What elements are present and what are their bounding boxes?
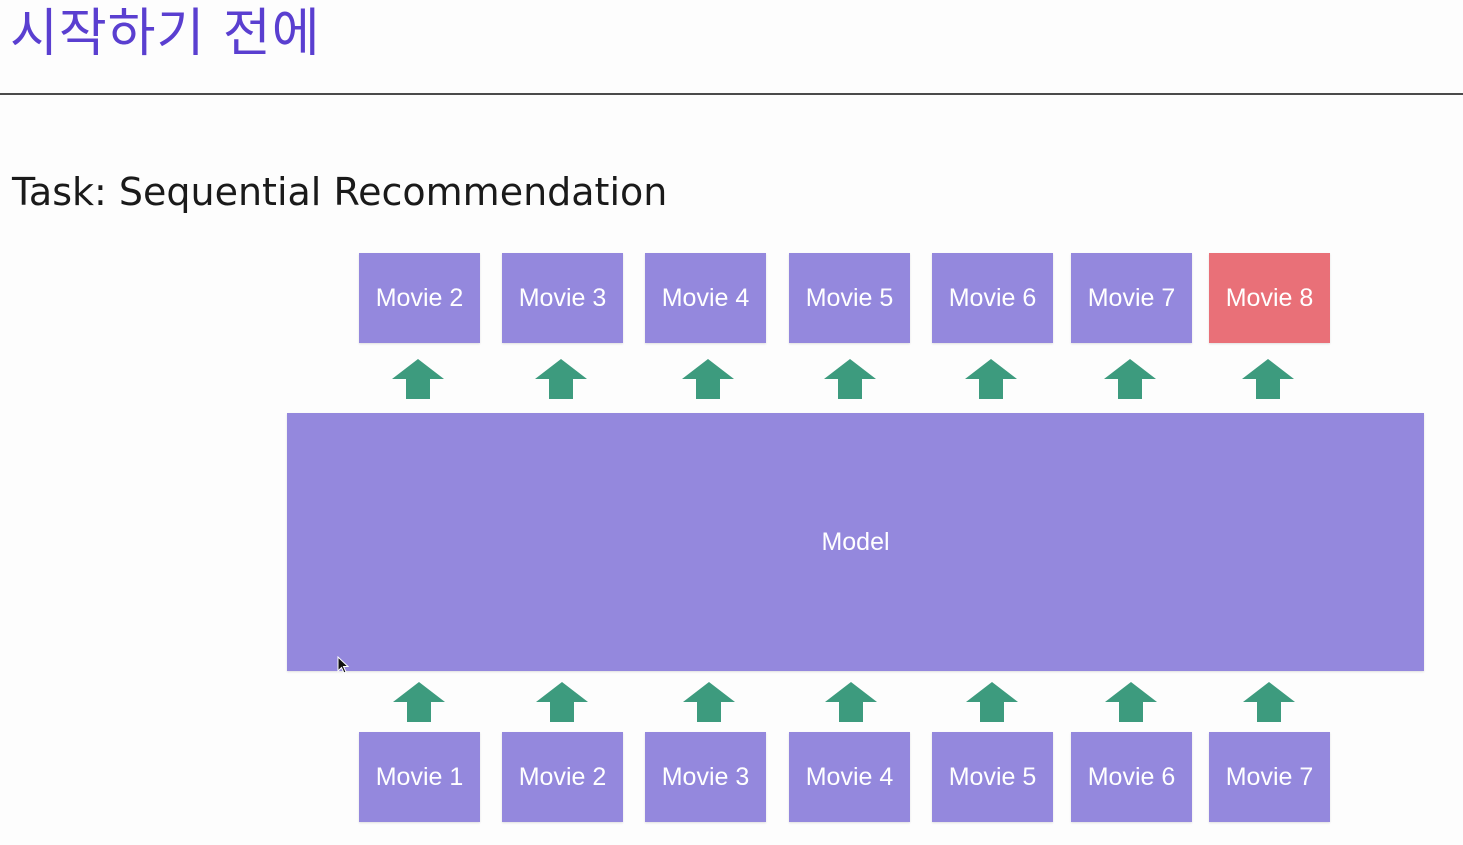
output-movie-box: Movie 3 [502,253,623,343]
up-arrow-icon [392,359,444,399]
output-movie-box: Movie 4 [645,253,766,343]
output-movie-box: Movie 5 [789,253,910,343]
input-movie-box: Movie 2 [502,732,623,822]
input-movie-box: Movie 6 [1071,732,1192,822]
output-movie-box: Movie 2 [359,253,480,343]
up-arrow-icon [966,682,1018,722]
up-arrow-icon [683,682,735,722]
input-movie-box: Movie 1 [359,732,480,822]
input-movie-box: Movie 7 [1209,732,1330,822]
up-arrow-icon [1243,682,1295,722]
mouse-cursor-icon [337,656,349,674]
predicted-movie-box: Movie 8 [1209,253,1330,343]
up-arrow-icon [825,682,877,722]
model-box: Model [287,413,1424,671]
output-movie-box: Movie 7 [1071,253,1192,343]
up-arrow-icon [824,359,876,399]
up-arrow-icon [393,682,445,722]
input-movie-box: Movie 5 [932,732,1053,822]
input-movie-row: Movie 1 Movie 2 Movie 3 Movie 4 Movie 5 … [0,732,1463,822]
up-arrow-icon [965,359,1017,399]
input-arrow-row [0,682,1463,722]
up-arrow-icon [682,359,734,399]
task-subtitle: Task: Sequential Recommendation [12,170,668,214]
input-movie-box: Movie 4 [789,732,910,822]
output-arrow-row [0,359,1463,399]
output-movie-box: Movie 6 [932,253,1053,343]
title-divider [0,93,1463,95]
slide-title: 시작하기 전에 [10,4,321,64]
up-arrow-icon [535,359,587,399]
up-arrow-icon [1104,359,1156,399]
up-arrow-icon [1242,359,1294,399]
up-arrow-icon [536,682,588,722]
input-movie-box: Movie 3 [645,732,766,822]
output-movie-row: Movie 2 Movie 3 Movie 4 Movie 5 Movie 6 … [0,253,1463,343]
up-arrow-icon [1105,682,1157,722]
